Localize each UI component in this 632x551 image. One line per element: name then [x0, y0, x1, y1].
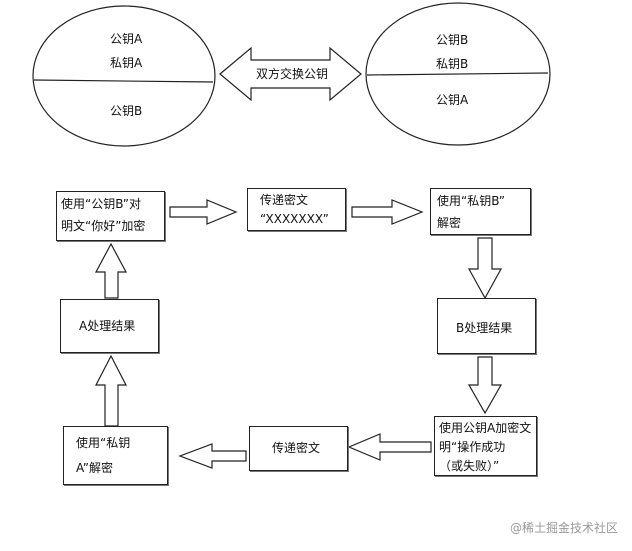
box-line: 传递密文: [260, 193, 309, 207]
process-result-b-box: B处理结果: [437, 298, 536, 354]
transfer-ciphertext-bottom-box: 传递密文: [249, 426, 348, 471]
box-line: 使用公钥A加密文: [439, 421, 532, 435]
arrow-transfer-to-decrypt-a: [178, 443, 247, 469]
process-result-a-box: A处理结果: [60, 299, 159, 353]
watermark: @稀土掘金技术社区: [509, 521, 618, 535]
right-ellipse-private-key-b: 私钥B: [436, 57, 469, 71]
arrow-process-a-to-encrypt-b: [94, 242, 128, 299]
decrypt-with-private-key-a-box: 使用“私钥 A”解密: [63, 426, 168, 485]
left-ellipse-divider: [33, 79, 214, 83]
right-ellipse-public-key-b: 公钥B: [436, 33, 469, 47]
box-line: B处理结果: [456, 321, 513, 335]
box-line: 明“操作成功: [439, 440, 506, 454]
box-line: 解密: [437, 216, 462, 230]
decrypt-with-private-key-b-box: 使用“私钥B” 解密: [430, 188, 531, 235]
box-line: A”解密: [76, 461, 113, 475]
transfer-ciphertext-top-box: 传递密文 “XXXXXXX”: [247, 188, 346, 231]
arrow-decrypt-to-process-b: [467, 237, 503, 300]
left-ellipse-private-key-a: 私钥A: [110, 56, 143, 70]
right-ellipse-public-key-a: 公钥A: [436, 93, 469, 107]
left-key-ellipse: [32, 5, 216, 147]
box-line: A处理结果: [79, 319, 136, 333]
box-line: 使用“私钥B”: [437, 194, 506, 208]
arrow-encrypt-a-to-transfer: [347, 433, 432, 461]
arrow-process-b-to-encrypt-a: [467, 356, 503, 415]
exchange-label: 双方交换公钥: [256, 66, 329, 82]
box-line: 传递密文: [272, 441, 321, 455]
arrow-transfer-to-decrypt: [351, 199, 424, 225]
left-ellipse-public-key-a: 公钥A: [110, 32, 143, 46]
arrow-encrypt-to-transfer: [169, 199, 238, 225]
box-line: 使用“公钥B”对: [61, 197, 142, 211]
right-ellipse-divider: [366, 72, 549, 76]
arrow-decrypt-a-to-process-a: [95, 354, 127, 427]
box-line: （或失败）”: [439, 459, 500, 473]
encrypt-with-public-key-b-box: 使用“公钥B”对 明文“你好”加密: [56, 191, 165, 241]
box-line: 明文“你好”加密: [61, 219, 146, 233]
box-line: 使用“私钥: [76, 436, 131, 450]
encrypt-with-public-key-a-box: 使用公钥A加密文 明“操作成功 （或失败）”: [434, 416, 537, 476]
box-line: “XXXXXXX”: [260, 212, 329, 226]
left-ellipse-public-key-b: 公钥B: [110, 104, 143, 118]
